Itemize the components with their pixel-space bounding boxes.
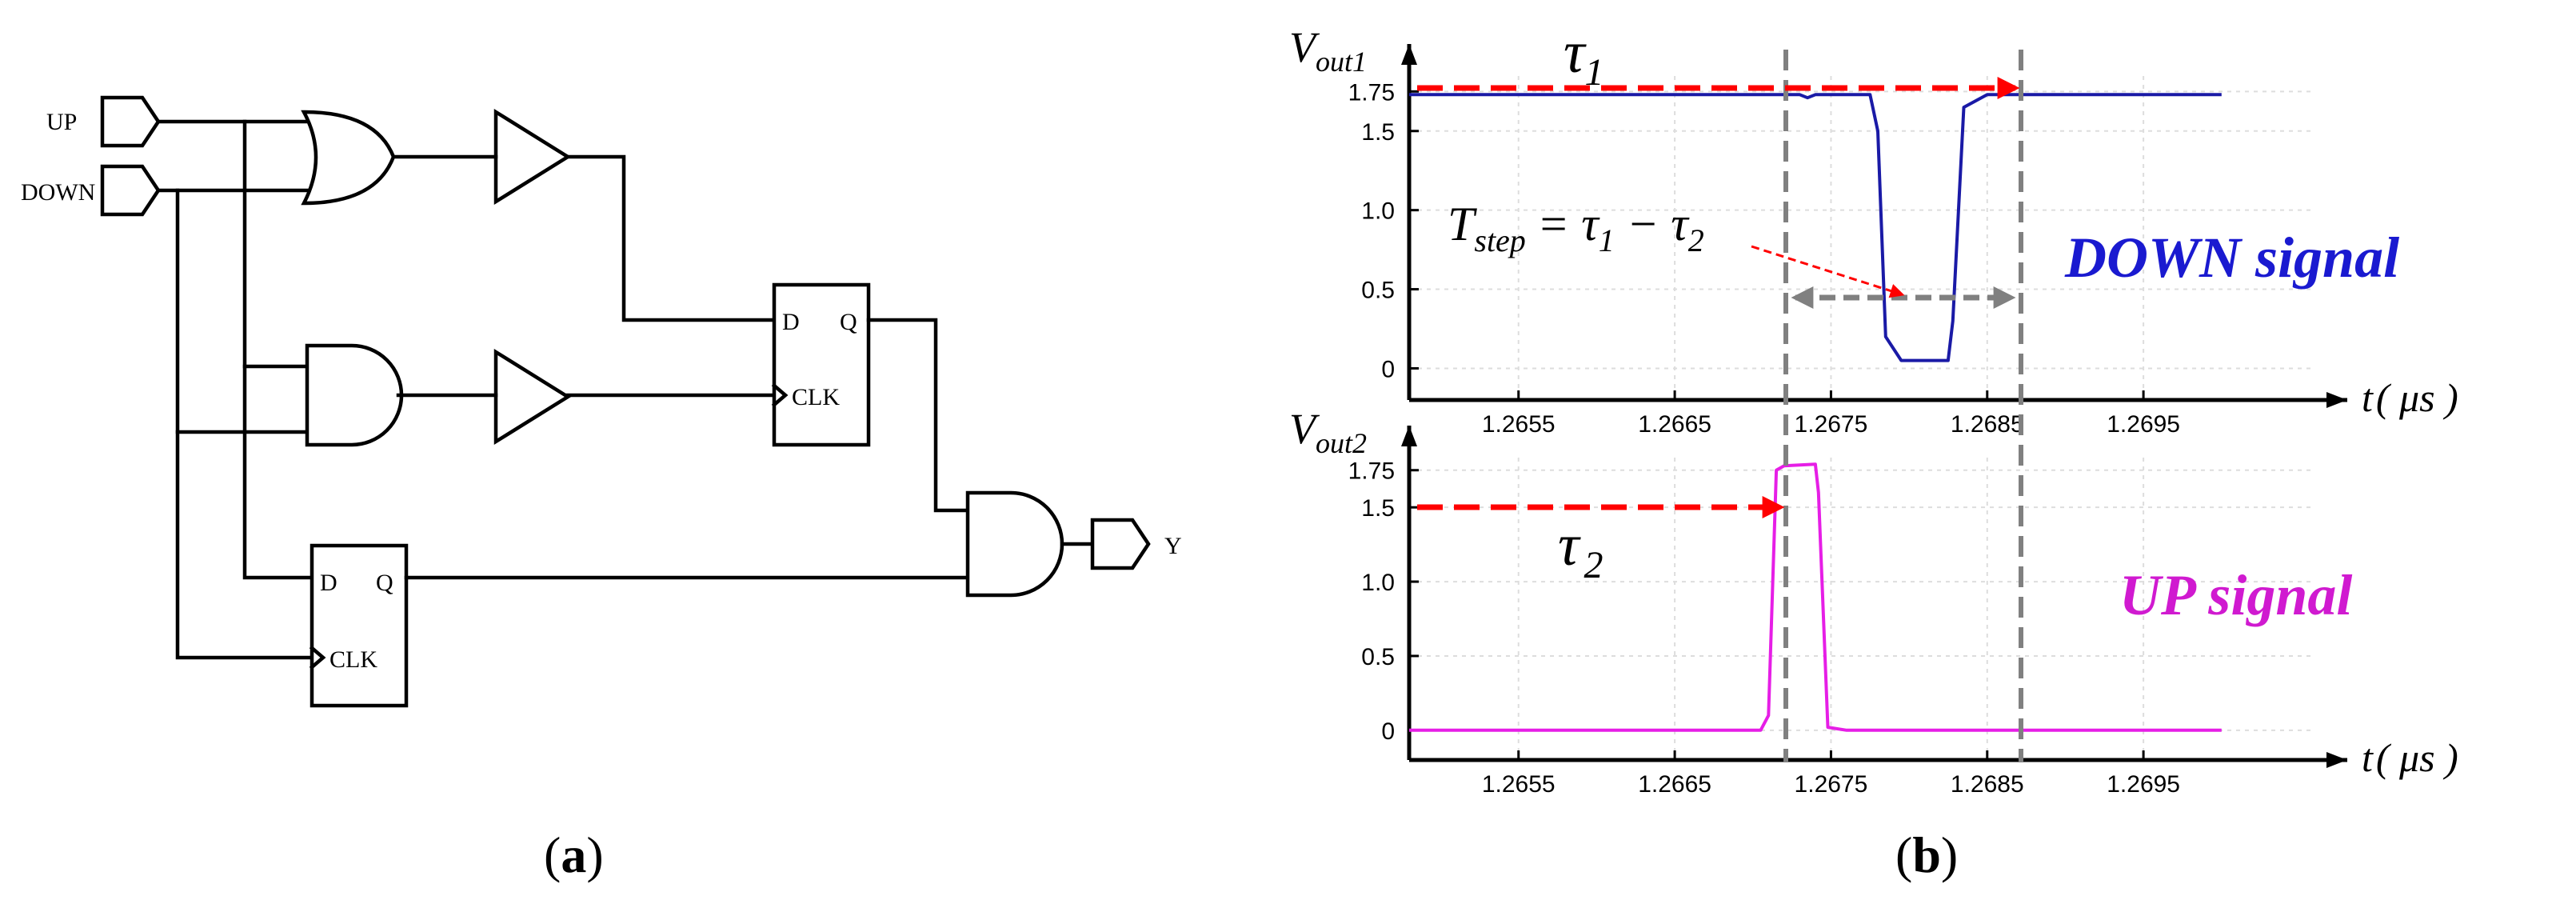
- y-axis-label: Vout2: [1289, 405, 1367, 459]
- x-tick-label: 1.2685: [1951, 771, 2024, 798]
- up-signal-label: UP signal: [2119, 563, 2352, 627]
- down-input-label: DOWN: [21, 179, 95, 206]
- buffer-1: [493, 108, 572, 206]
- y-tick-label: 1.0: [1361, 198, 1395, 225]
- ff2-d-label: D: [320, 570, 337, 596]
- x-tick-label: 1.2695: [2107, 771, 2180, 798]
- y-axis-label: Vout1: [1289, 23, 1367, 78]
- y-axis-arrowhead: [1401, 44, 1417, 65]
- ff2-clk-label: CLK: [329, 646, 377, 673]
- ff1-d-label: D: [782, 309, 800, 335]
- x-tick-label: 1.2675: [1795, 411, 1868, 438]
- ff1-clk-marker: [771, 382, 789, 408]
- y-tick-label: 0: [1381, 718, 1395, 745]
- x-axis-arrowhead: [2326, 392, 2347, 408]
- and-gate-2: [965, 490, 1064, 598]
- y-tick-label: 1.0: [1361, 570, 1395, 596]
- y-tick-label: 1.75: [1348, 458, 1395, 485]
- y-tick-label: 0.5: [1361, 644, 1395, 670]
- x-axis-arrowhead: [2326, 752, 2347, 768]
- y-tick-label: 1.5: [1361, 119, 1395, 146]
- circuit-diagram: UP DOWN D Q CLK D Q CLK: [21, 95, 1182, 883]
- x-tick-label: 1.2655: [1482, 411, 1556, 438]
- x-tick-label: 1.2665: [1638, 411, 1711, 438]
- y-tick-label: 0.5: [1361, 278, 1395, 304]
- ff1-clk-label: CLK: [792, 384, 840, 410]
- series-line: [1409, 462, 2222, 732]
- buffer-2: [493, 348, 572, 446]
- ff2-clk-marker: [309, 645, 326, 670]
- panel-a-label: (a): [544, 826, 604, 883]
- tstep-formula: Tstep= τ1 − τ2: [1448, 198, 1704, 258]
- and-gate-1: [305, 343, 404, 447]
- panel-b-label: (b): [1895, 826, 1958, 883]
- ff2-q-label: Q: [376, 570, 393, 596]
- y-output-label: Y: [1164, 533, 1182, 559]
- x-tick-label: 1.2655: [1482, 771, 1556, 798]
- y-output-pin: [1090, 518, 1151, 570]
- flip-flop-1: [772, 282, 871, 447]
- y-tick-label: 1.75: [1348, 79, 1395, 106]
- x-axis-label: t( μs ): [2362, 375, 2458, 420]
- tstep-pointer: [1751, 245, 1905, 298]
- x-axis-label: t( μs ): [2362, 735, 2458, 780]
- buffer1-to-ffd: [565, 154, 777, 322]
- x-tick-label: 1.2665: [1638, 771, 1711, 798]
- x-tick-label: 1.2695: [2107, 411, 2180, 438]
- chart-down-signal: 1.2655 1.2665 1.2675 1.2685 1.2695 0 0.5 1.0 1.5…: [1289, 23, 2458, 438]
- down-signal-label: DOWN signal: [2064, 226, 2399, 290]
- up-input-pin: [100, 95, 161, 148]
- up-bus: [242, 119, 321, 580]
- or-gate: [301, 110, 396, 206]
- x-tick-label: 1.2675: [1795, 771, 1868, 798]
- tau1-label: τ1: [1564, 20, 1604, 94]
- down-bus: [175, 188, 321, 660]
- chart-up-signal: 1.2655 1.2665 1.2675 1.2685 1.2695 0 0.5 1.0 1.5…: [1289, 405, 2458, 798]
- y-tick-label: 1.5: [1361, 495, 1395, 522]
- flip-flop-2: [310, 543, 409, 708]
- ff1q-to-and2: [866, 318, 970, 513]
- y-tick-label: 0: [1381, 356, 1395, 382]
- down-input-pin: [100, 164, 161, 217]
- ff1-q-label: Q: [840, 309, 857, 335]
- series-line: [1409, 93, 2222, 362]
- x-tick-label: 1.2685: [1951, 411, 2024, 438]
- y-axis-arrowhead: [1401, 426, 1417, 446]
- up-input-label: UP: [46, 109, 77, 135]
